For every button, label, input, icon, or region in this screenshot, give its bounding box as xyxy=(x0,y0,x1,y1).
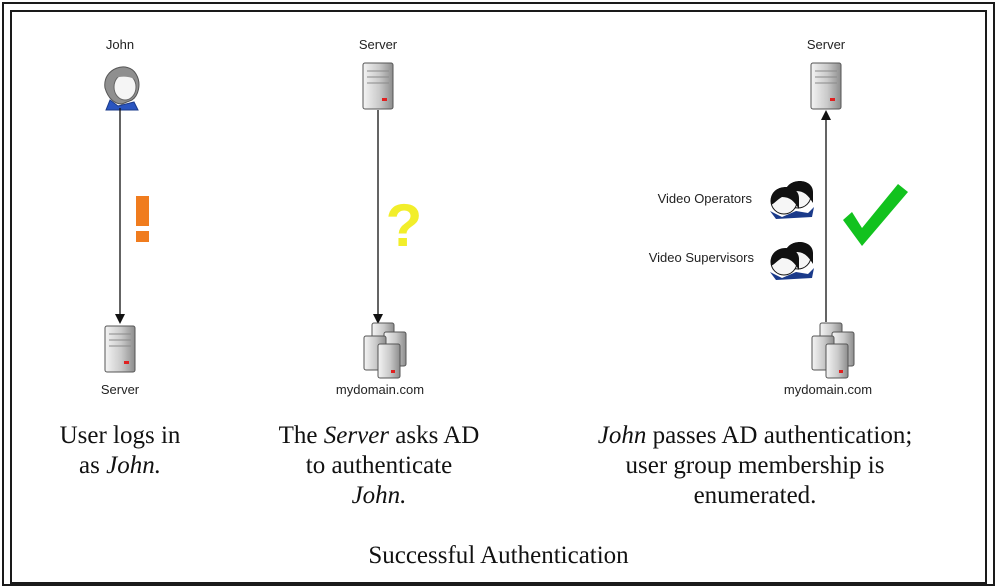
caption-emphasis: John. xyxy=(351,482,407,509)
panel2-top-label: Server xyxy=(359,37,398,52)
caption-emphasis: John. xyxy=(106,452,161,479)
panel3-caption-line: John passes AD authentication; xyxy=(530,421,980,451)
panel3-bottom-label: mydomain.com xyxy=(784,382,872,397)
user-group-icon xyxy=(769,241,815,281)
panel2-caption-line: to authenticate xyxy=(305,452,453,479)
figure-caption: Successful Authentication xyxy=(368,542,629,569)
panel2-bottom-label: mydomain.com xyxy=(336,382,424,397)
panel3-caption: John passes AD authentication; user grou… xyxy=(530,421,980,511)
panel3-caption-line: enumerated. xyxy=(693,482,817,509)
panel1-caption-line: as John. xyxy=(20,451,220,481)
exclamation-icon xyxy=(136,196,149,242)
server-icon xyxy=(362,62,394,110)
panel2-caption: The Server asks AD to authenticate John. xyxy=(248,421,510,511)
caption-text: passes AD authentication; xyxy=(646,422,913,449)
panel1-caption: User logs in as John. xyxy=(20,421,220,481)
server-icon xyxy=(104,325,136,373)
panel2-arrow xyxy=(373,110,383,324)
caption-emphasis: John xyxy=(597,422,647,449)
domain-cluster-icon xyxy=(811,322,855,379)
caption-text: asks AD xyxy=(389,422,480,449)
user-group-icon xyxy=(769,180,815,220)
panel3-top-label: Server xyxy=(807,37,846,52)
panel3-caption-line: user group membership is xyxy=(625,452,885,479)
group-label-operators: Video Operators xyxy=(658,191,753,206)
group-label-supervisors: Video Supervisors xyxy=(649,250,755,265)
server-icon xyxy=(810,62,842,110)
user-john-icon xyxy=(104,66,140,111)
panel1-caption-line: User logs in xyxy=(59,422,181,449)
question-mark-icon: ? xyxy=(386,192,423,259)
inner-border xyxy=(10,10,987,584)
caption-emphasis: Server xyxy=(323,422,390,449)
panel2-caption-line: John. xyxy=(248,481,510,511)
caption-text: The xyxy=(278,422,324,449)
domain-cluster-icon xyxy=(363,322,407,379)
panel1-arrow xyxy=(115,108,125,324)
checkmark-icon xyxy=(843,184,908,246)
panel3-arrow xyxy=(821,110,831,322)
caption-text: as xyxy=(79,452,107,479)
panel2-caption-line: The Server asks AD xyxy=(248,421,510,451)
panel1-top-label: John xyxy=(106,37,134,52)
panel1-bottom-label: Server xyxy=(101,382,140,397)
